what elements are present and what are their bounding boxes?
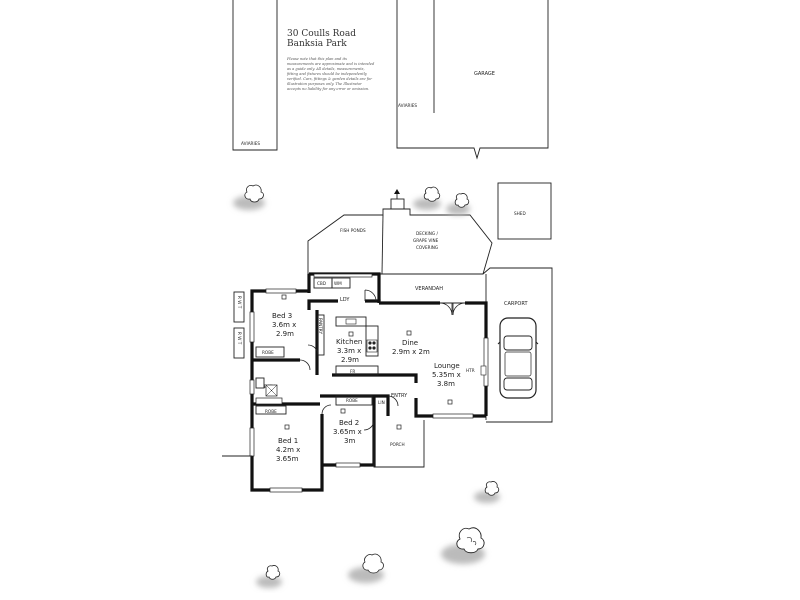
lounge-dim2: 3.8m [437,380,455,388]
decking-label-3: COVERING [416,245,438,250]
shed: SHED [497,182,552,240]
aviaries-left: AVIARIES [232,0,278,151]
address-line-2: Banksia Park [287,39,347,49]
bed3-name: Bed 3 [272,312,292,320]
cbd-label: CBD [317,281,326,286]
lounge-dim1: 5.35m x [432,371,461,379]
porch-label: PORCH [390,442,405,447]
rwt-2-label: R W T [237,332,242,345]
robe-bed1-label: ROBE [265,409,277,414]
rwt-1-label: R W T [237,296,242,309]
bed1-dim2: 3.65m [276,455,299,463]
shrub-icon [233,184,265,210]
bed3-dim2: 2.9m [276,330,294,338]
kitchen-fixtures: FR PANTRY [317,314,379,376]
disclaimer-line: as a guide only. All details, measuremen… [287,67,365,71]
carport-label: CARPORT [504,301,528,307]
bed2-dim2: 3m [344,437,355,445]
aviaries-left-label: AVIARIES [241,141,260,146]
shrub-icon [474,481,500,503]
disclaimer-line: measurements are approximate and is inte… [287,62,375,66]
dine-dim1: 2.9m x 2m [392,348,430,356]
kitchen-name: Kitchen [336,338,362,346]
disclaimer-line: illustration purposes only. The Illustra… [287,82,362,86]
pantry-label: PANTRY [318,318,323,334]
bed3-dim1: 3.6m x [272,321,296,329]
shrubs [233,184,500,588]
aviaries-right-label: AVIARIES [398,103,417,108]
garage: AVIARIES GARAGE [396,0,549,160]
garage-label: GARAGE [474,71,495,77]
outdoor-area: FISH PONDS DECKING / GRAPE VINE COVERING [307,189,493,275]
fr-label: FR [350,369,355,374]
shed-label: SHED [514,211,526,216]
kitchen-dim1: 3.3m x [337,347,361,355]
bed2-dim1: 3.65m x [333,428,362,436]
shower-icon [265,384,278,397]
bathroom-fixtures: ROBE BATH ROBE ROBE LIN HTR [255,346,487,415]
doors [299,289,466,431]
wm-label: WM [334,281,342,286]
htr-label: HTR [466,368,475,373]
shrub-icon [446,193,470,215]
disclaimer-line: fitting and fixtures should be independe… [286,72,368,76]
ldy-label: LDY [340,297,350,303]
shrub-icon [256,565,282,588]
disclaimer-line: verified. Cars, fittings & garden detail… [287,77,372,81]
disclaimer: Please note that this plan and its measu… [286,57,375,91]
carport: CARPORT [482,267,553,423]
shrub-icon [441,527,485,564]
verandah-label: VERANDAH [415,286,443,292]
entry-label: ENTRY [391,393,408,399]
rainwater-tanks: R W T R W T [233,291,245,359]
disclaimer-line: Please note that this plan and its [286,57,347,61]
shrub-icon [348,553,384,583]
address-line-1: 30 Coulls Road [287,29,356,39]
kitchen-dim2: 2.9m [341,356,359,364]
bed2-name: Bed 2 [339,419,359,427]
lounge-name: Lounge [434,362,460,370]
dine-name: Dine [402,339,418,347]
fish-ponds-label: FISH PONDS [340,228,366,233]
decking-label-2: GRAPE VINE [413,238,439,243]
decking-label-1: DECKING / [416,231,438,236]
disclaimer-line: accepts no liability for any error or om… [287,87,369,91]
bed1-dim1: 4.2m x [276,446,300,454]
lin-label: LIN [378,400,385,405]
light-fittings [281,294,453,430]
shrub-icon [413,186,441,210]
robe-bed3-label: ROBE [262,350,274,355]
cooktop-icon [366,339,378,353]
room-labels: LDY Bed 3 3.6m x 2.9m Kitchen 3.3m x 2.9… [272,297,461,463]
bed1-name: Bed 1 [278,437,298,445]
laundry-fixtures: CBD WM [313,277,351,289]
car-icon [497,317,539,399]
robe-bed2-label: ROBE [346,398,358,403]
porch: PORCH [222,420,425,468]
